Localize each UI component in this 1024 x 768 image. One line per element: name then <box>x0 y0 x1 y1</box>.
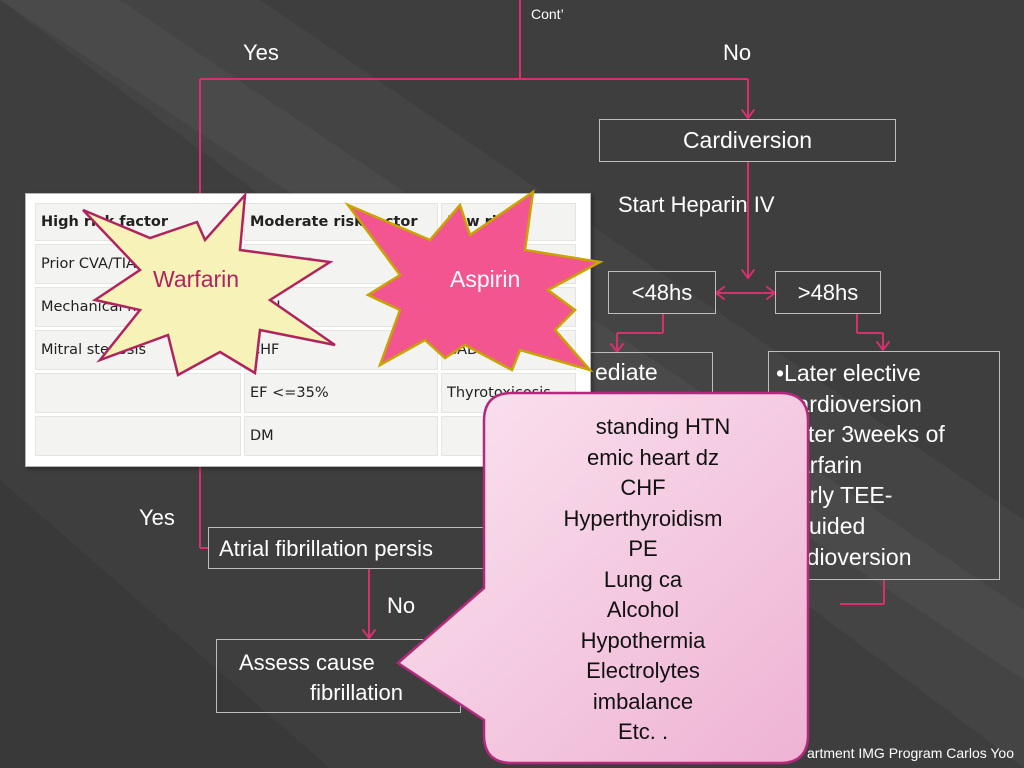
immediate-label: ediate <box>595 359 658 385</box>
cause-item: emic heart dz <box>586 444 720 470</box>
table-cell: DM <box>244 416 438 456</box>
cause-item: Electrolytes <box>586 658 700 683</box>
over-48h-label: >48hs <box>797 280 859 305</box>
cause-item: Hyperthyroidism <box>563 505 723 531</box>
no-label-top: No <box>723 40 752 65</box>
assess-cause-box: Assess cause fibrillation <box>216 639 461 713</box>
cause-item: PE <box>628 536 658 561</box>
cause-item: Lung ca <box>603 566 683 592</box>
aspirin-label: Aspirin <box>450 266 521 292</box>
table-cell <box>35 416 241 456</box>
warfarin-label: Warfarin <box>153 266 240 292</box>
no-label-bottom: No <box>387 593 416 618</box>
af-persists-label: Atrial fibrillation persis <box>219 536 433 561</box>
aspirin-starburst <box>344 189 604 373</box>
cause-item: Alcohol <box>606 597 680 622</box>
assess-line-1: Assess cause <box>239 650 375 675</box>
heparin-label: Start Heparin IV <box>618 192 775 217</box>
later-line: uided <box>809 512 866 539</box>
cardioversion-label: Cardiversion <box>682 127 813 153</box>
callout-cause-list: standing HTN emic heart dz CHF Hyperthyr… <box>533 412 753 748</box>
cause-item: imbalance <box>592 688 694 714</box>
cause-item: standing HTN <box>595 414 731 439</box>
af-persists-box: Atrial fibrillation persis <box>208 527 498 569</box>
slide-heading: Cont’ <box>531 6 564 22</box>
under-48h-box: <48hs <box>608 271 716 314</box>
later-line: arly TEE- <box>797 482 893 509</box>
cause-item: CHF <box>620 475 666 500</box>
cause-item: Hypothermia <box>580 627 706 653</box>
warfarin-starburst <box>82 191 336 377</box>
cardioversion-box: Cardiversion <box>599 119 896 162</box>
later-line: ter 3weeks of <box>808 421 945 448</box>
slide-footer: artment IMG Program Carlos Yoo <box>807 745 1014 761</box>
table-cell: EF <=35% <box>244 373 438 413</box>
over-48h-box: >48hs <box>775 271 881 314</box>
table-cell <box>35 373 241 413</box>
cause-item: Etc. . <box>617 719 669 744</box>
yes-label-bottom: Yes <box>139 505 175 530</box>
assess-line-2: fibrillation <box>310 680 403 705</box>
under-48h-label: <48hs <box>631 280 693 305</box>
later-line: rdioversion <box>799 543 912 570</box>
later-line: •Later elective <box>776 360 921 386</box>
table-row: EF <=35% Thyrotoxicosis <box>35 373 576 413</box>
yes-label-top: Yes <box>243 40 279 65</box>
